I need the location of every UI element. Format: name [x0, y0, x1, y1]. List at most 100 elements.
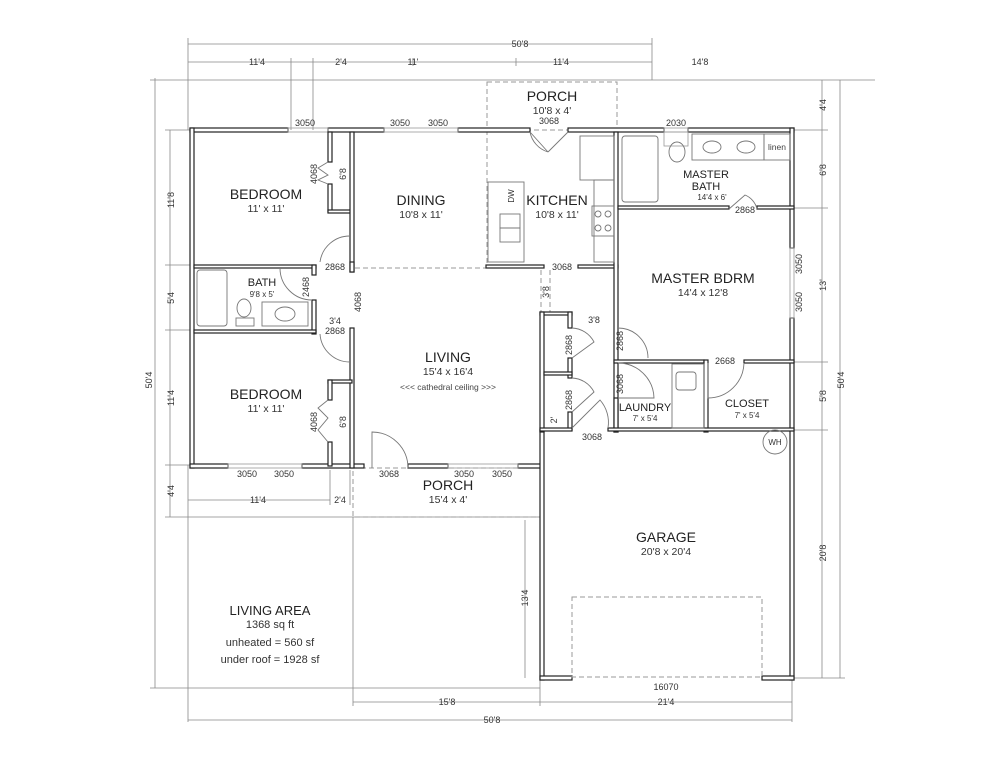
toilet-icon — [236, 298, 252, 318]
room-garage-size: 20'8 x 20'4 — [641, 546, 691, 558]
code-label: 6'8 — [338, 416, 348, 428]
summary-title: LIVING AREA — [230, 603, 311, 618]
code-label: 3068 — [582, 432, 602, 442]
dim-bottom-porch-seg-1: 11'4 — [250, 495, 266, 505]
code-label: 3050 — [794, 254, 804, 274]
sink-icon — [499, 227, 521, 243]
dim-top-total: 50'8 — [512, 39, 529, 49]
room-garage: GARAGE — [636, 529, 696, 545]
fixtures: linen DW WH — [196, 133, 791, 678]
code-label: 3050 — [390, 118, 410, 128]
top-porch-outline — [486, 81, 618, 131]
code-label: 4068 — [309, 164, 319, 184]
dim-right-seg-1: 4'4 — [818, 99, 828, 111]
code-label: 3050 — [428, 118, 448, 128]
dim-top-seg-2: 2'4 — [335, 57, 347, 67]
code-label: 3068 — [552, 262, 572, 272]
sink-icon — [499, 213, 521, 229]
code-label: 2668 — [715, 356, 735, 366]
dim-right-total: 50'4 — [836, 372, 846, 389]
washer-dryer — [671, 363, 705, 429]
code-label: 3050 — [237, 469, 257, 479]
bathtub — [196, 269, 228, 327]
code-label: 4068 — [309, 412, 319, 432]
range-icon — [591, 205, 615, 237]
code-label: 2030 — [666, 118, 686, 128]
room-bedroom-bottom: BEDROOM — [230, 386, 302, 402]
code-label: 3050 — [274, 469, 294, 479]
dim-bottom-seg-1: 15'8 — [439, 697, 456, 707]
dim-right-seg-2: 6'8 — [818, 164, 828, 176]
room-dining-size: 10'8 x 11' — [399, 209, 443, 221]
room-closet: CLOSET — [725, 398, 769, 410]
dim-bottom-seg-2: 21'4 — [658, 697, 675, 707]
code-label: 3068 — [539, 116, 559, 126]
dim-bottom-total: 50'8 — [484, 715, 501, 725]
code-label: 3'8 — [541, 286, 551, 298]
area-summary: LIVING AREA 1368 sq ft unheated = 560 sf… — [221, 603, 321, 666]
code-label: 3050 — [454, 469, 474, 479]
garage-door-outline — [571, 596, 763, 678]
room-bedroom-top: BEDROOM — [230, 186, 302, 202]
code-label: 3050 — [794, 292, 804, 312]
room-closet-size: 7' x 5'4 — [735, 411, 760, 420]
summary-under-roof: under roof = 1928 sf — [221, 654, 321, 666]
room-living-note: <<< cathedral ceiling >>> — [400, 382, 496, 392]
dim-top-seg-1: 11'4 — [249, 57, 265, 67]
dim-top-seg-3: 11' — [407, 57, 418, 67]
room-porch-bottom: PORCH — [423, 477, 474, 493]
dim-left-seg-2: 5'4 — [166, 292, 176, 304]
dim-top-seg-4: 11'4 — [553, 57, 569, 67]
linen-label: linen — [768, 142, 786, 152]
room-porch-top: PORCH — [527, 88, 578, 104]
room-bedroom-bottom-size: 11' x 11' — [248, 403, 285, 415]
dim-recess-depth: 13'4 — [520, 590, 530, 607]
room-laundry-size: 7' x 5'4 — [633, 414, 658, 423]
room-bath: BATH — [248, 277, 277, 289]
dim-bottom-porch-seg-2: 2'4 — [334, 495, 346, 505]
windows — [227, 127, 795, 469]
code-label: 2468 — [301, 277, 311, 297]
water-heater-icon — [762, 429, 788, 455]
sink-icon — [274, 306, 296, 322]
dim-left-seg-3: 11'4 — [166, 390, 176, 406]
room-master-bdrm: MASTER BDRM — [651, 270, 754, 286]
code-label: 3'4 — [329, 316, 341, 326]
code-label: 2868 — [564, 390, 574, 410]
kitchen-counter — [487, 181, 525, 263]
door-window-codes: 3050 3050 3050 3068 2030 4068 6'8 2868 2… — [237, 116, 804, 692]
code-label: 2868 — [325, 262, 345, 272]
code-label: 2868 — [325, 326, 345, 336]
room-master-bath-line2: BATH — [692, 181, 721, 193]
code-label: 2' — [549, 416, 559, 423]
code-label: 2868 — [735, 205, 755, 215]
code-label: 6'8 — [338, 168, 348, 180]
room-master-bdrm-size: 14'4 x 12'8 — [678, 287, 728, 299]
dimension-lines — [150, 38, 875, 722]
dim-left-seg-4: 4'4 — [166, 485, 176, 497]
room-living-size: 15'4 x 16'4 — [423, 366, 473, 378]
dim-right-seg-5: 20'8 — [818, 545, 828, 562]
dim-right-seg-4: 5'8 — [818, 390, 828, 402]
code-label: 16070 — [653, 682, 678, 692]
room-dining: DINING — [397, 192, 446, 208]
code-label: 2868 — [564, 335, 574, 355]
code-label: 3068 — [615, 374, 625, 394]
summary-living-sqft: 1368 sq ft — [246, 619, 294, 631]
room-porch-top-size: 10'8 x 4' — [533, 105, 571, 117]
sink-icon — [702, 140, 722, 154]
code-label: 3068 — [379, 469, 399, 479]
dim-left-seg-1: 11'8 — [166, 192, 176, 208]
room-bedroom-top-size: 11' x 11' — [248, 203, 285, 215]
code-label: 3050 — [492, 469, 512, 479]
code-label: 4068 — [353, 292, 363, 312]
room-bath-size: 9'8 x 5' — [250, 290, 275, 299]
room-porch-bottom-size: 15'4 x 4' — [429, 494, 467, 506]
room-living: LIVING — [425, 349, 471, 365]
sink-icon — [736, 140, 756, 154]
code-label: 3'8 — [588, 315, 600, 325]
dim-top-seg-5: 14'8 — [692, 57, 709, 67]
code-label: 3050 — [295, 118, 315, 128]
dim-left-total: 50'4 — [144, 372, 154, 389]
